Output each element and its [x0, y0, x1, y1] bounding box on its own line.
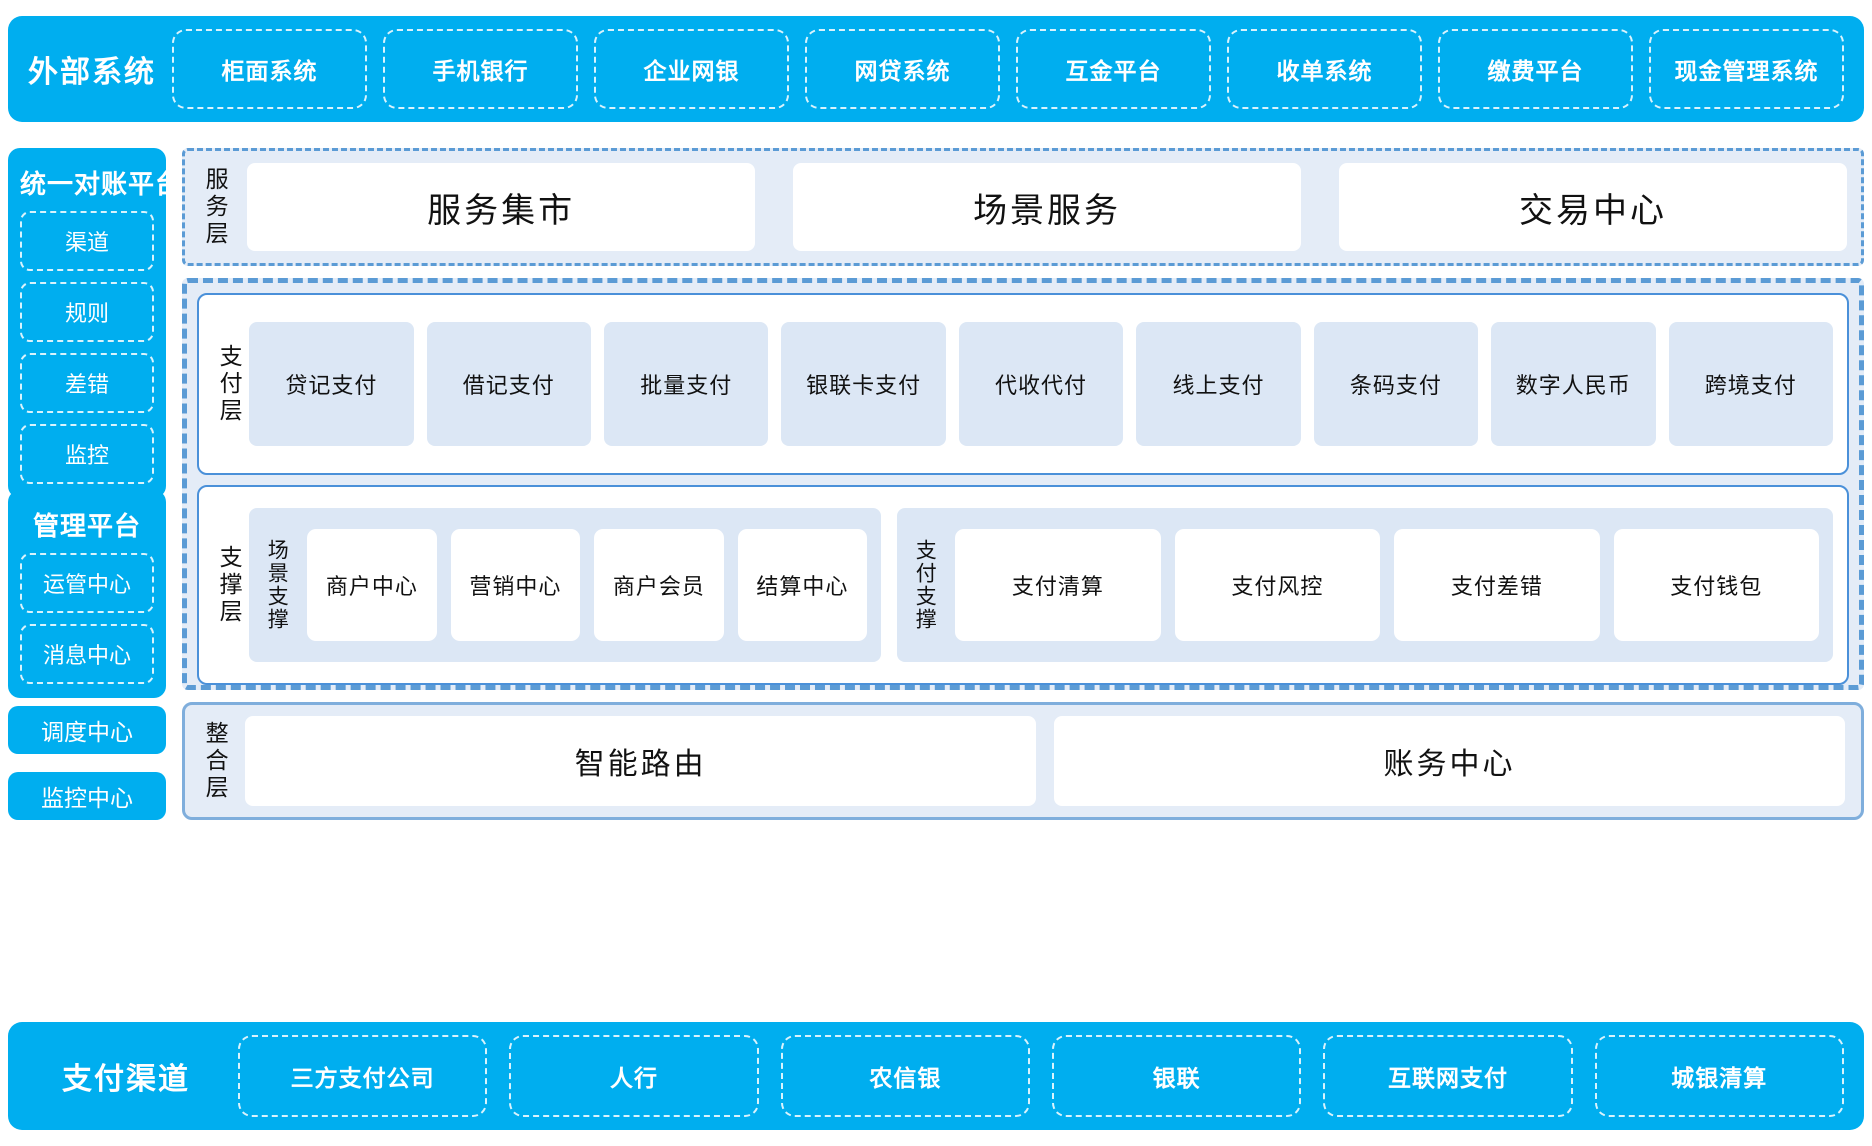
payment-channel-chip[interactable]: 互联网支付 — [1323, 1034, 1573, 1118]
support-box-payment-clearing[interactable]: 支付清算 — [955, 529, 1161, 641]
support-box-payment-risk[interactable]: 支付风控 — [1174, 529, 1381, 641]
support-layer-groups: 场景支撑 商户中心 营销中心 商户会员 结算中心 支付支撑 支付清算 支付风控 … — [249, 508, 1833, 662]
sidebar-item-monitor[interactable]: 监控 — [20, 424, 154, 484]
sidebar-item-dispatch-center[interactable]: 调度中心 — [8, 706, 166, 754]
external-system-chip[interactable]: 现金管理系统 — [1649, 28, 1844, 110]
support-box-settlement-center[interactable]: 结算中心 — [737, 529, 868, 641]
service-box-transaction-center[interactable]: 交易中心 — [1339, 163, 1847, 251]
support-box-payment-wallet[interactable]: 支付钱包 — [1613, 529, 1819, 641]
external-system-chip[interactable]: 企业网银 — [594, 28, 789, 110]
integration-layer-panel: 整合层 智能路由 账务中心 — [182, 702, 1864, 820]
payment-support-group: 支付支撑 支付清算 支付风控 支付差错 支付钱包 — [897, 508, 1833, 662]
payment-channels-title: 支付渠道 — [62, 1063, 190, 1096]
core-layers-container: 支付层 贷记支付 借记支付 批量支付 银联卡支付 代收代付 线上支付 条码支付 … — [182, 278, 1864, 690]
payment-layer-items: 贷记支付 借记支付 批量支付 银联卡支付 代收代付 线上支付 条码支付 数字人民… — [249, 322, 1833, 446]
support-layer-panel: 支撑层 场景支撑 商户中心 营销中心 商户会员 结算中心 支付支撑 支付清算 — [197, 485, 1849, 685]
external-system-chip[interactable]: 网贷系统 — [805, 28, 1000, 110]
sidebar-item-monitor-center[interactable]: 监控中心 — [8, 772, 166, 820]
external-systems-bar: 外部系统 柜面系统 手机银行 企业网银 网贷系统 互金平台 收单系统 缴费平台 … — [8, 16, 1864, 122]
payment-box-online[interactable]: 线上支付 — [1136, 322, 1301, 446]
external-system-chip[interactable]: 手机银行 — [383, 28, 578, 110]
support-box-merchant-center[interactable]: 商户中心 — [307, 529, 437, 641]
payment-channel-chip[interactable]: 人行 — [509, 1034, 759, 1118]
external-system-chip[interactable]: 互金平台 — [1016, 28, 1211, 110]
external-system-chip[interactable]: 柜面系统 — [172, 28, 367, 110]
payment-channel-chip[interactable]: 城银清算 — [1594, 1034, 1844, 1118]
payment-box-cross-border[interactable]: 跨境支付 — [1668, 322, 1833, 446]
payment-box-barcode[interactable]: 条码支付 — [1313, 322, 1479, 446]
scene-support-items: 商户中心 营销中心 商户会员 结算中心 — [307, 529, 868, 641]
external-systems-items: 柜面系统 手机银行 企业网银 网贷系统 互金平台 收单系统 缴费平台 现金管理系… — [172, 28, 1844, 110]
integration-layer-label: 整合层 — [202, 720, 229, 802]
management-platform-card: 管理平台 运管中心 消息中心 — [8, 490, 166, 698]
support-box-marketing-center[interactable]: 营销中心 — [450, 529, 581, 641]
service-layer-items: 服务集市 场景服务 交易中心 — [247, 163, 1847, 251]
payment-support-items: 支付清算 支付风控 支付差错 支付钱包 — [955, 529, 1819, 641]
payment-support-label: 支付支撑 — [913, 539, 937, 631]
integration-box-smart-routing[interactable]: 智能路由 — [245, 716, 1037, 806]
support-layer-label: 支撑层 — [216, 544, 243, 626]
payment-box-unionpay-card[interactable]: 银联卡支付 — [781, 322, 946, 446]
payment-channels-items: 三方支付公司 人行 农信银 银联 互联网支付 城银清算 — [238, 1034, 1844, 1118]
external-system-chip[interactable]: 缴费平台 — [1438, 28, 1633, 110]
payment-layer-panel: 支付层 贷记支付 借记支付 批量支付 银联卡支付 代收代付 线上支付 条码支付 … — [197, 293, 1849, 475]
reconciliation-platform-title: 统一对账平台 — [20, 169, 183, 199]
payment-channel-chip[interactable]: 农信银 — [780, 1034, 1030, 1118]
service-layer-panel: 服务层 服务集市 场景服务 交易中心 — [182, 148, 1864, 266]
sidebar-item-message-center[interactable]: 消息中心 — [20, 624, 154, 684]
external-systems-title: 外部系统 — [28, 56, 156, 89]
service-layer-label: 服务层 — [202, 166, 229, 248]
sidebar-item-error[interactable]: 差错 — [20, 353, 154, 413]
integration-box-accounting-center[interactable]: 账务中心 — [1054, 716, 1846, 806]
payment-channels-bar: 支付渠道 三方支付公司 人行 农信银 银联 互联网支付 城银清算 — [8, 1022, 1864, 1130]
payment-box-credit[interactable]: 贷记支付 — [249, 322, 414, 446]
scene-support-label: 场景支撑 — [265, 539, 289, 631]
service-box-market[interactable]: 服务集市 — [247, 163, 756, 251]
payment-box-collection-payment[interactable]: 代收代付 — [958, 322, 1124, 446]
reconciliation-platform-card: 统一对账平台 渠道 规则 差错 监控 — [8, 148, 183, 498]
scene-support-group: 场景支撑 商户中心 营销中心 商户会员 结算中心 — [249, 508, 882, 662]
management-platform-title: 管理平台 — [32, 511, 141, 541]
integration-layer-items: 智能路由 账务中心 — [245, 716, 1846, 806]
payment-box-debit[interactable]: 借记支付 — [426, 322, 591, 446]
payment-box-batch[interactable]: 批量支付 — [603, 322, 769, 446]
payment-box-digital-rmb[interactable]: 数字人民币 — [1491, 322, 1656, 446]
support-box-merchant-member[interactable]: 商户会员 — [594, 529, 724, 641]
sidebar-item-rule[interactable]: 规则 — [20, 282, 154, 342]
support-box-payment-error[interactable]: 支付差错 — [1394, 529, 1600, 641]
sidebar-item-channel[interactable]: 渠道 — [20, 211, 154, 271]
service-box-scenario[interactable]: 场景服务 — [793, 163, 1302, 251]
payment-channel-chip[interactable]: 三方支付公司 — [238, 1034, 488, 1118]
external-system-chip[interactable]: 收单系统 — [1227, 28, 1422, 110]
sidebar-item-operations-center[interactable]: 运管中心 — [20, 553, 154, 613]
payment-layer-label: 支付层 — [216, 343, 243, 425]
payment-channel-chip[interactable]: 银联 — [1051, 1034, 1302, 1118]
